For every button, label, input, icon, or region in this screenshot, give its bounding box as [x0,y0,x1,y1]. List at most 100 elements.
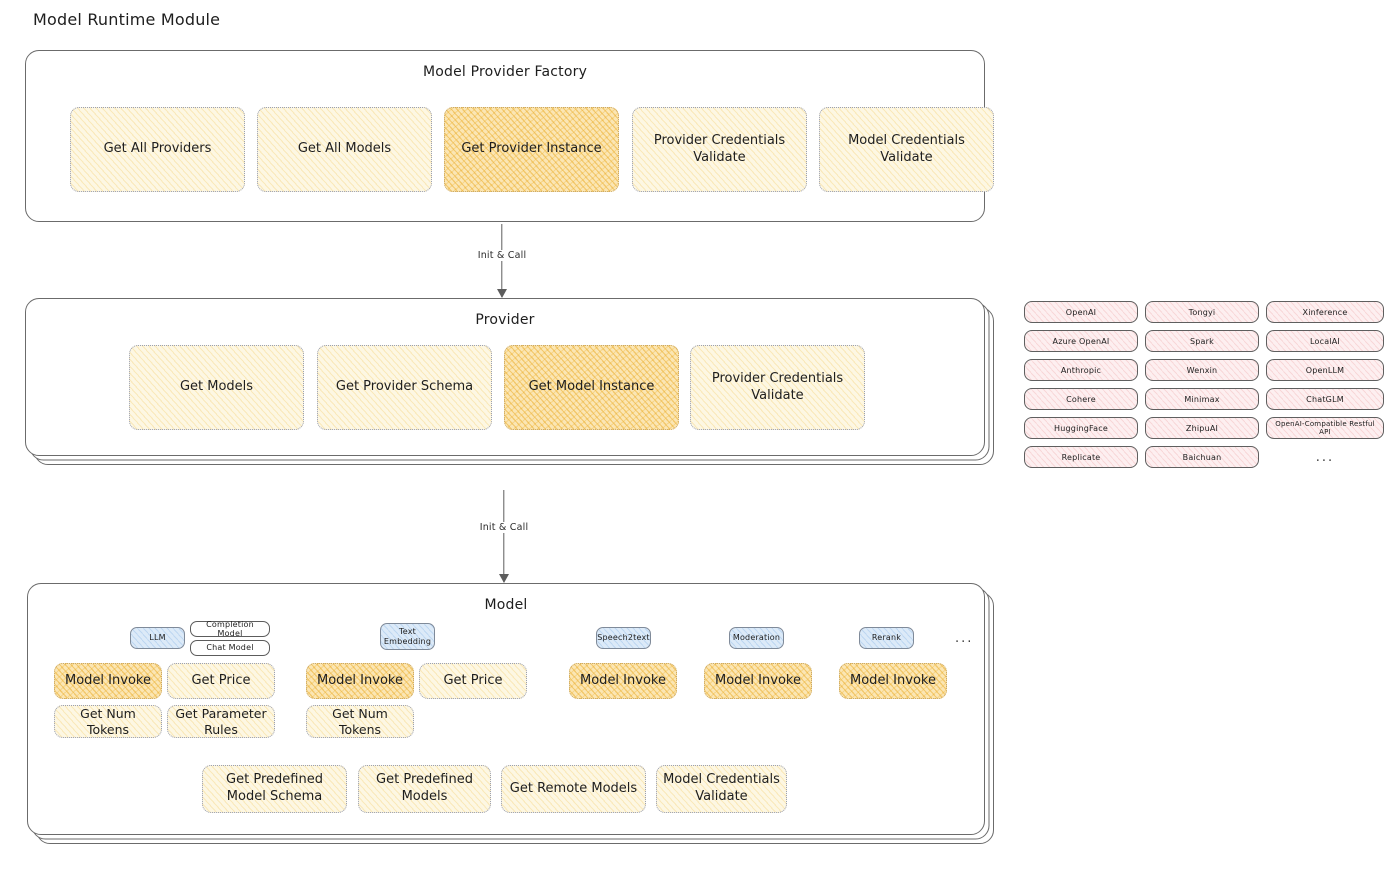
node-label: Model Invoke [850,672,936,688]
speech2text-op-model-invoke[interactable]: Model Invoke [569,663,677,699]
moderation-op-model-invoke[interactable]: Model Invoke [704,663,812,699]
arrow-factory-to-provider: Init & Call [470,224,534,298]
badge-label: LLM [149,633,166,643]
provider-node-get-model-instance[interactable]: Get Model Instance [504,345,679,430]
badge-label: Speech2text [597,633,650,643]
ellipsis-label: ... [1315,449,1335,465]
provider-pill-cohere[interactable]: Cohere [1024,388,1138,410]
factory-node-get-all-models[interactable]: Get All Models [257,107,432,192]
provider-pill-huggingface[interactable]: HuggingFace [1024,417,1138,439]
model-type-badge-llm[interactable]: LLM [130,627,185,649]
badge-label: Chat Model [206,643,254,653]
model-container: Model LLM Completion Model Chat Model Mo… [27,583,994,844]
pill-label: ZhipuAI [1185,423,1219,433]
provider-node-get-models[interactable]: Get Models [129,345,304,430]
node-label: Get All Providers [103,141,212,157]
node-label: Get Num Tokens [80,705,136,737]
pill-label: Spark [1190,336,1214,346]
node-label: Model Invoke [580,672,666,688]
arrow-label: Init & Call [475,522,533,533]
node-label: Provider Credentials Validate [653,132,786,165]
provider-pill-anthropic[interactable]: Anthropic [1024,359,1138,381]
model-provider-factory-container: Model Provider Factory Get All Providers… [25,50,994,222]
node-label: Get Price [191,672,251,688]
model-op-get-remote-models[interactable]: Get Remote Models [501,765,646,813]
provider-pill-wenxin[interactable]: Wenxin [1145,359,1259,381]
provider-pill-azure-openai[interactable]: Azure OpenAI [1024,330,1138,352]
ellipsis-label: ... [955,631,974,646]
pill-label: HuggingFace [1054,423,1108,433]
provider-pill-zhipuai[interactable]: ZhipuAI [1145,417,1259,439]
text-embedding-op-get-price[interactable]: Get Price [419,663,527,699]
model-type-badge-rerank[interactable]: Rerank [859,627,914,649]
model-subtype-badge-chat-model[interactable]: Chat Model [190,640,270,656]
provider-list-ellipsis: ... [1266,446,1384,468]
node-label: Model Invoke [65,672,151,688]
model-type-badge-speech2text[interactable]: Speech2text [596,627,651,649]
node-label: Get Price [443,672,503,688]
node-label: Get Provider Instance [461,141,602,157]
factory-node-get-all-providers[interactable]: Get All Providers [70,107,245,192]
provider-node-get-provider-schema[interactable]: Get Provider Schema [317,345,492,430]
node-label: Get All Models [297,141,392,157]
model-op-get-predefined-model-schema[interactable]: Get Predefined Model Schema [202,765,347,813]
pill-label: Xinference [1302,307,1348,317]
llm-op-get-parameter-rules[interactable]: Get Parameter Rules [167,705,275,738]
provider-pill-tongyi[interactable]: Tongyi [1145,301,1259,323]
node-label: Model Credentials Validate [663,772,780,804]
arrow-shaft [503,490,505,582]
provider-pill-openllm[interactable]: OpenLLM [1266,359,1384,381]
model-subtype-badge-completion-model[interactable]: Completion Model [190,620,270,638]
pill-label: Cohere [1066,394,1096,404]
node-label: Model Invoke [317,672,403,688]
provider-pill-chatglm[interactable]: ChatGLM [1266,388,1384,410]
badge-label: Rerank [871,633,902,643]
pill-label: Replicate [1061,452,1101,462]
badge-label: Text Embedding [383,627,432,646]
text-embedding-op-model-invoke[interactable]: Model Invoke [306,663,414,699]
provider-pill-xinference[interactable]: Xinference [1266,301,1384,323]
provider-pill-baichuan[interactable]: Baichuan [1145,446,1259,468]
pill-label: OpenAI [1065,307,1097,317]
llm-op-get-num-tokens[interactable]: Get Num Tokens [54,705,162,738]
provider-title: Provider [475,312,535,328]
factory-node-model-credentials-validate[interactable]: Model Credentials Validate [819,107,994,192]
llm-op-model-invoke[interactable]: Model Invoke [54,663,162,699]
factory-node-provider-credentials-validate[interactable]: Provider Credentials Validate [632,107,807,192]
model-type-badge-text-embedding[interactable]: Text Embedding [380,623,435,650]
llm-op-get-price[interactable]: Get Price [167,663,275,699]
model-title: Model [484,597,528,613]
model-type-badge-moderation[interactable]: Moderation [729,627,784,649]
provider-pill-localai[interactable]: LocalAI [1266,330,1384,352]
factory-node-get-provider-instance[interactable]: Get Provider Instance [444,107,619,192]
provider-pill-openai-compatible-restful-api[interactable]: OpenAI-Compatible Restful API [1266,417,1384,439]
provider-pill-replicate[interactable]: Replicate [1024,446,1138,468]
node-label: Get Predefined Models [376,772,473,804]
pill-label: Azure OpenAI [1052,336,1110,346]
pill-label: Baichuan [1182,452,1222,462]
pill-label: Minimax [1184,394,1220,404]
badge-label: Moderation [732,633,781,643]
provider-pill-openai[interactable]: OpenAI [1024,301,1138,323]
provider-list: OpenAI Azure OpenAI Anthropic Cohere Hug… [1024,301,1384,476]
pill-label: Anthropic [1060,365,1102,375]
node-label: Model Credentials Validate [848,132,965,165]
node-label: Model Invoke [715,672,801,688]
provider-pill-spark[interactable]: Spark [1145,330,1259,352]
node-label: Get Provider Schema [335,379,474,395]
arrow-label: Init & Call [473,250,531,261]
rerank-op-model-invoke[interactable]: Model Invoke [839,663,947,699]
arrow-provider-to-model: Init & Call [472,490,536,583]
provider-node-provider-credentials-validate[interactable]: Provider Credentials Validate [690,345,865,430]
page-title: Model Runtime Module [33,10,221,29]
node-label: Provider Credentials Validate [711,370,844,403]
model-op-model-credentials-validate[interactable]: Model Credentials Validate [656,765,787,813]
pill-label: Tongyi [1188,307,1216,317]
text-embedding-op-get-num-tokens[interactable]: Get Num Tokens [306,705,414,738]
model-card-surface [27,583,985,835]
provider-container: Provider Get Models Get Provider Schema … [25,298,994,465]
pill-label: Wenxin [1186,365,1218,375]
pill-label: OpenAI-Compatible Restful API [1275,420,1375,436]
provider-pill-minimax[interactable]: Minimax [1145,388,1259,410]
model-op-get-predefined-models[interactable]: Get Predefined Models [358,765,491,813]
